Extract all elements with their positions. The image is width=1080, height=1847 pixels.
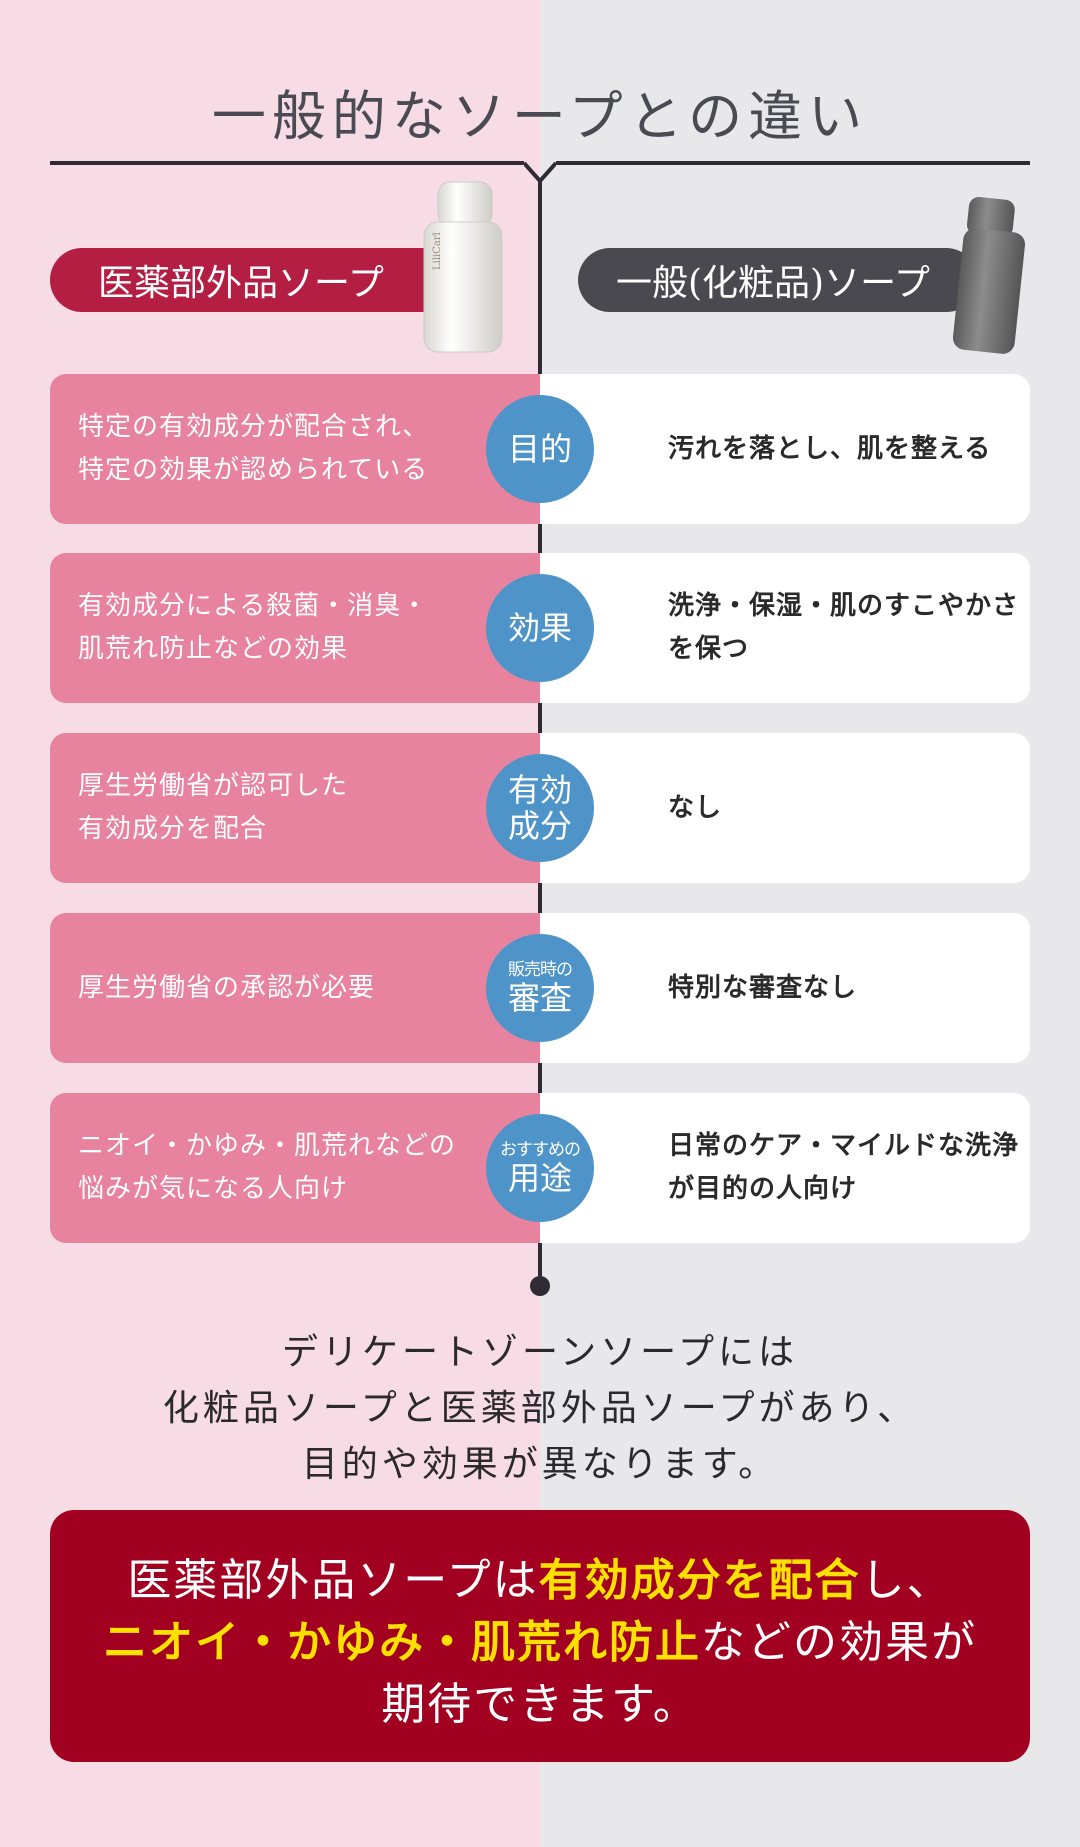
- row-label-text: 有効: [507, 771, 572, 809]
- quasi-drug-soap-header: 医薬部外品ソープ: [50, 248, 480, 312]
- quasi-drug-cell: ニオイ・かゆみ・肌荒れなどの悩みが気になる人向け: [50, 1093, 540, 1243]
- callout-line-1: 医薬部外品ソープは有効成分を配合し、: [127, 1555, 953, 1606]
- center-timeline: [538, 178, 542, 1284]
- comparison-row: 厚生労働省の承認が必要 特別な審査なし 販売時の審査: [50, 913, 1030, 1063]
- cosmetic-text: なし: [668, 792, 723, 823]
- row-label-badge: 有効成分: [486, 754, 594, 862]
- page-title: 一般的なソープとの違い: [211, 85, 869, 148]
- bottle-brand: LiliCarl: [432, 232, 443, 270]
- summary-text: デリケートゾーンソープには 化粧品ソープと医薬部外品ソープがあり、 目的や効果が…: [0, 1325, 1080, 1493]
- quasi-drug-text: 有効成分を配合: [78, 814, 268, 844]
- row-label-badge: 販売時の審査: [486, 934, 594, 1042]
- summary-line-3: 目的や効果が異なります。: [301, 1444, 779, 1485]
- cosmetic-text: 日常のケア・マイルドな洗浄: [668, 1131, 1020, 1161]
- quasi-drug-text: 悩みが気になる人向け: [78, 1174, 349, 1204]
- row-label-text: 目的: [507, 430, 572, 468]
- row-label-text: 販売時の: [508, 960, 573, 980]
- comparison-row: 特定の有効成分が配合され、特定の効果が認められている 汚れを落とし、肌を整える 目的: [50, 374, 1030, 524]
- callout-highlight-effects: ニオイ・かゆみ・肌荒れ防止: [103, 1617, 701, 1668]
- quasi-drug-text: 厚生労働省の承認が必要: [78, 972, 376, 1003]
- comparison-row: 有効成分による殺菌・消臭・肌荒れ防止などの効果洗浄・保湿・肌のすこやかさを保つ効…: [50, 553, 1030, 703]
- gray-foam-bottle-icon: [952, 196, 1026, 354]
- cosmetic-text: 特別な審査なし: [668, 972, 858, 1003]
- summary-line-2: 化粧品ソープと医薬部外品ソープがあり、: [162, 1388, 918, 1429]
- cosmetic-soap-label: 一般(化粧品)ソープ: [616, 263, 930, 304]
- summary-line-1: デリケートゾーンソープには: [281, 1332, 799, 1373]
- row-label-text: おすすめの: [500, 1140, 581, 1160]
- comparison-row: 厚生労働省が認可した有効成分を配合 なし 有効成分: [50, 733, 1030, 883]
- row-label-text: 用途: [507, 1159, 572, 1197]
- quasi-drug-text: 特定の有効成分が配合され、: [78, 412, 430, 442]
- cosmetic-cell: 汚れを落とし、肌を整える: [540, 374, 1030, 524]
- timeline-end-dot: [530, 1276, 550, 1296]
- cosmetic-cell: 特別な審査なし: [540, 913, 1030, 1063]
- cosmetic-text: を保つ: [668, 634, 750, 664]
- callout-notch: [520, 1510, 560, 1530]
- cosmetic-text: 洗浄・保湿・肌のすこやかさ: [668, 591, 1020, 621]
- callout-line-3: 期待できます。: [381, 1679, 699, 1730]
- cosmetic-soap-header: 一般(化粧品)ソープ: [578, 248, 978, 312]
- quasi-drug-text: 厚生労働省が認可した: [78, 771, 349, 801]
- row-label-badge: 目的: [486, 395, 594, 503]
- quasi-drug-text: 有効成分による殺菌・消臭・: [78, 591, 429, 621]
- comparison-row: ニオイ・かゆみ・肌荒れなどの悩みが気になる人向け日常のケア・マイルドな洗浄が目的…: [50, 1093, 1030, 1243]
- cosmetic-text: が目的の人向け: [668, 1174, 858, 1204]
- quasi-drug-text: 特定の効果が認められている: [78, 455, 429, 485]
- quasi-drug-text: ニオイ・かゆみ・肌荒れなどの: [78, 1131, 457, 1161]
- callout-highlight-ingredient: 有効成分を配合: [538, 1555, 861, 1606]
- row-label-badge: 効果: [486, 574, 594, 682]
- row-label-text: 成分: [507, 807, 572, 845]
- cosmetic-cell: 日常のケア・マイルドな洗浄が目的の人向け: [540, 1093, 1030, 1243]
- cosmetic-cell: 洗浄・保湿・肌のすこやかさを保つ: [540, 553, 1030, 703]
- quasi-drug-cell: 厚生労働省が認可した有効成分を配合: [50, 733, 540, 883]
- quasi-drug-soap-label: 医薬部外品ソープ: [98, 263, 384, 304]
- row-label-text: 審査: [507, 979, 572, 1017]
- title-divider-left: [50, 161, 524, 165]
- quasi-drug-cell: 厚生労働省の承認が必要: [50, 913, 540, 1063]
- title-divider-right: [556, 161, 1030, 165]
- conclusion-callout: 医薬部外品ソープは有効成分を配合し、 ニオイ・かゆみ・肌荒れ防止などの効果が 期…: [50, 1510, 1030, 1762]
- quasi-drug-cell: 有効成分による殺菌・消臭・肌荒れ防止などの効果: [50, 553, 540, 703]
- cosmetic-text: 汚れを落とし、肌を整える: [668, 433, 992, 464]
- callout-line-2: ニオイ・かゆみ・肌荒れ防止などの効果が: [103, 1617, 977, 1668]
- quasi-drug-text: 肌荒れ防止などの効果: [78, 634, 349, 664]
- white-foam-bottle-icon: LiliCarl: [423, 181, 503, 353]
- cosmetic-cell: なし: [540, 733, 1030, 883]
- row-label-badge: おすすめの用途: [486, 1114, 594, 1222]
- quasi-drug-cell: 特定の有効成分が配合され、特定の効果が認められている: [50, 374, 540, 524]
- row-label-text: 効果: [507, 609, 572, 647]
